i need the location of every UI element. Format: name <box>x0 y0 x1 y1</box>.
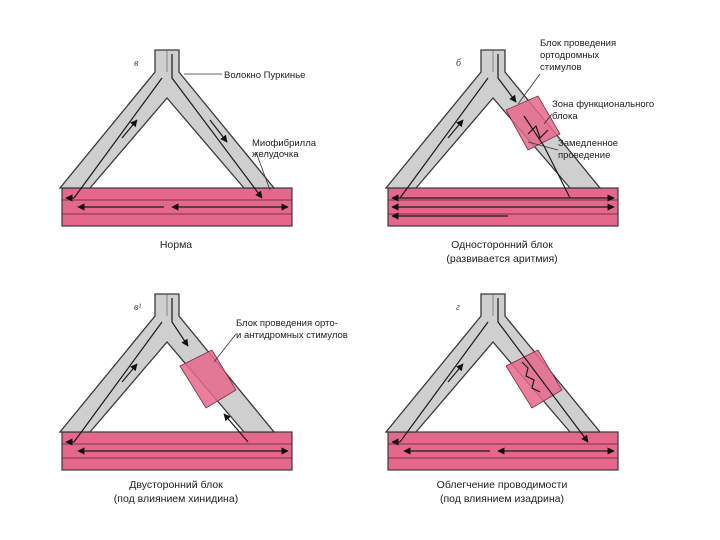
caption-unidirectional-1: Односторонний блок <box>451 239 553 251</box>
label-myofibril-2: желудочка <box>252 149 299 160</box>
label-functional-zone-1: Зона функционального <box>552 99 654 110</box>
panel-letter-2: б <box>456 58 462 69</box>
caption-normal-1: Норма <box>160 239 192 251</box>
label-purkinje-fiber: Волокно Пуркинье <box>224 70 305 81</box>
panel-letter-1: в <box>134 58 139 69</box>
caption-unidirectional-2: (развивается аритмия) <box>446 253 557 265</box>
caption-bidirectional-1: Двусторонний блок <box>129 479 223 491</box>
label-ortho-block-2: ортодромных <box>540 50 599 61</box>
label-ortho-block-3: стимулов <box>540 62 582 73</box>
label-myofibril-1: Миофибрилла <box>252 138 317 149</box>
caption-facilitated-1: Облегчение проводимости <box>437 479 568 491</box>
label-ortho-block-1: Блок проведения <box>540 38 616 49</box>
label-bidirectional-2: и антидромных стимулов <box>236 330 348 341</box>
label-bidirectional-1: Блок проведения орто- <box>236 318 338 329</box>
label-slow-conduction-1: Замедленное <box>558 138 618 149</box>
panel-letter-4: г <box>456 302 460 313</box>
label-functional-zone-2: блока <box>552 111 578 122</box>
panel-letter-3: в¹ <box>134 302 141 313</box>
panel-facilitated-conduction <box>386 294 618 470</box>
label-slow-conduction-2: проведение <box>558 150 610 161</box>
caption-bidirectional-2: (под влиянием хинидина) <box>114 493 238 505</box>
caption-facilitated-2: (под влиянием изадрина) <box>440 493 564 505</box>
